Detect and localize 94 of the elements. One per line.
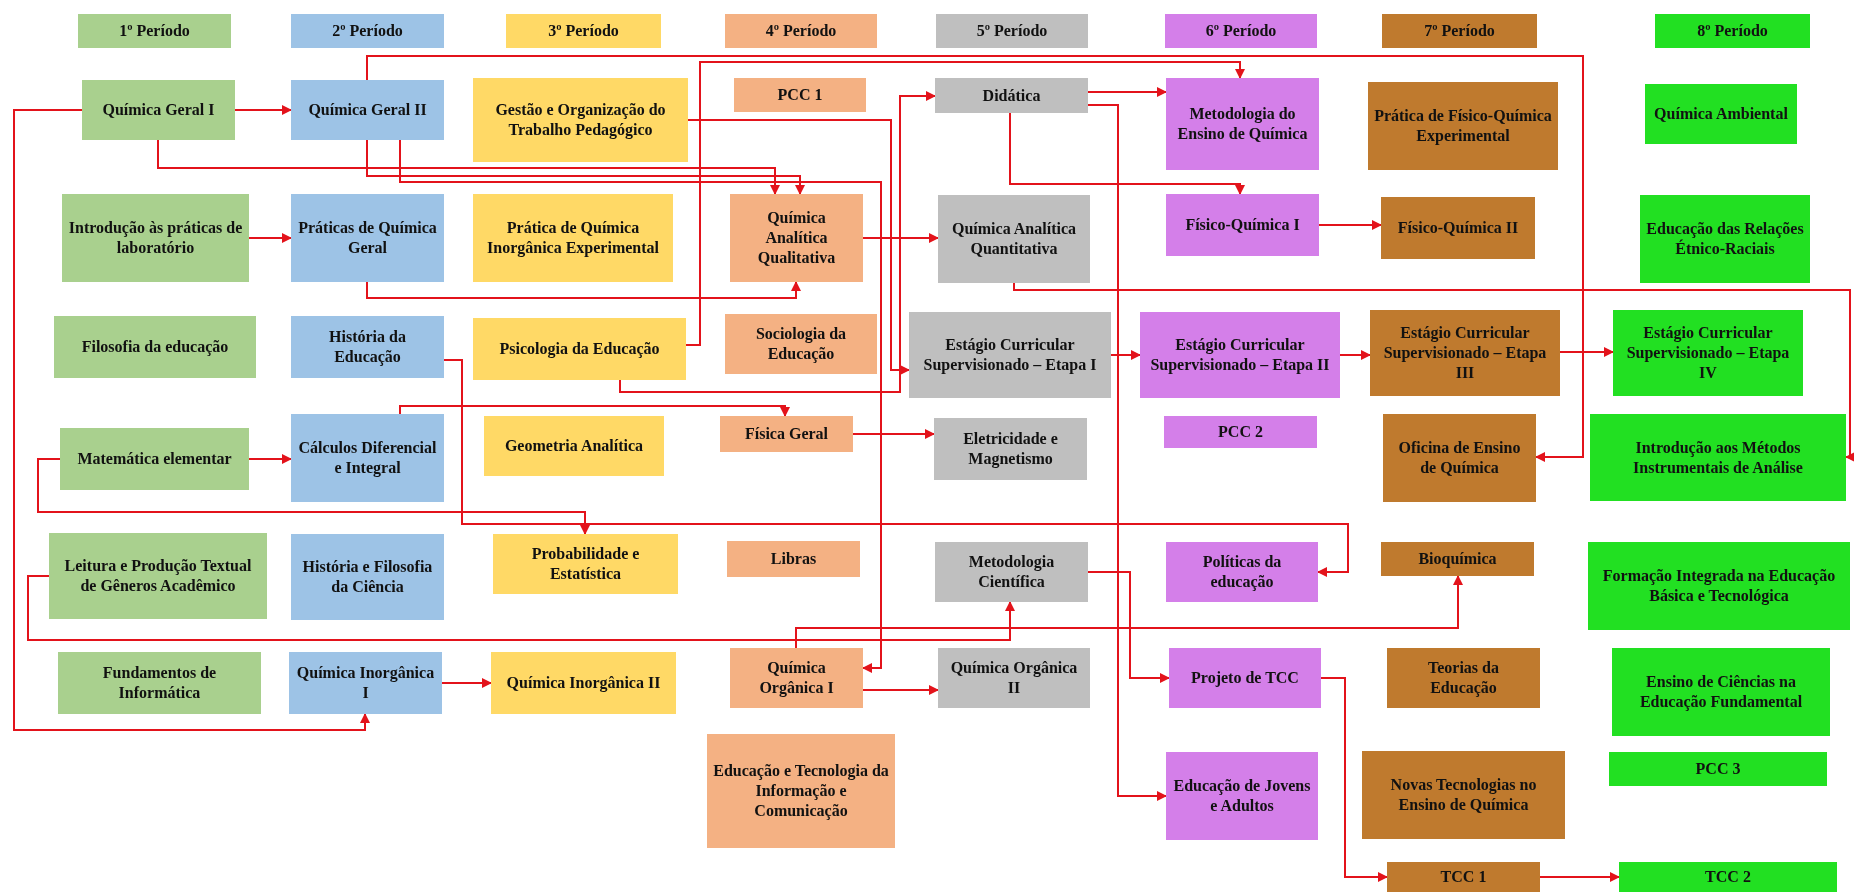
course-box: Novas Tecnologias no Ensino de Química <box>1362 751 1565 839</box>
arrow <box>852 429 935 439</box>
arrow <box>234 105 292 115</box>
course-box: PCC 3 <box>1609 752 1827 786</box>
arrow <box>399 405 790 417</box>
arrow <box>862 685 939 695</box>
course-box: Introdução às práticas de laboratório <box>62 194 249 282</box>
course-box: Metodologia Científica <box>935 542 1088 602</box>
course-box: Fundamentos de Informática <box>58 652 261 714</box>
course-box: Química Analítica Qualitativa <box>730 194 863 282</box>
period-header: 8º Período <box>1655 14 1810 48</box>
arrow <box>1087 571 1170 683</box>
period-header: 6º Período <box>1165 14 1317 48</box>
course-box: Ensino de Ciências na Educação Fundamental <box>1612 648 1830 736</box>
course-box: Física Geral <box>720 416 853 452</box>
course-box: Bioquímica <box>1381 542 1534 576</box>
course-box: Química Inorgânica I <box>289 652 442 714</box>
arrow <box>27 575 1015 641</box>
arrow <box>1110 350 1141 360</box>
arrow <box>441 678 492 688</box>
course-box: Introdução aos Métodos Instrumentais de Análise <box>1590 414 1846 501</box>
arrow <box>399 139 882 673</box>
arrow <box>1559 347 1614 357</box>
arrow <box>157 139 780 195</box>
arrow <box>862 233 939 243</box>
course-box: Química Geral II <box>291 80 444 140</box>
period-header: 3º Período <box>506 14 661 48</box>
arrow <box>685 61 1245 346</box>
course-box: Educação das Relações Étnico-Raciais <box>1640 195 1810 283</box>
course-box: Eletricidade e Magnetismo <box>934 418 1087 480</box>
arrow <box>366 55 1584 462</box>
course-box: Políticas da educação <box>1166 542 1318 602</box>
period-header: 5º Período <box>936 14 1088 48</box>
arrow <box>1339 350 1371 360</box>
course-box: Prática de Físico-Química Experimental <box>1368 82 1558 170</box>
arrow <box>366 139 805 195</box>
course-box: Prática de Química Inorgânica Experimental <box>473 194 673 282</box>
course-box: Teorias da Educação <box>1387 648 1540 708</box>
course-box: Educação de Jovens e Adultos <box>1166 752 1318 840</box>
course-box: Filosofia da educação <box>54 316 256 378</box>
course-box: Geometria Analítica <box>484 416 664 476</box>
course-box: Estágio Curricular Supervisionado – Etapa II <box>1140 312 1340 398</box>
arrow <box>619 91 936 393</box>
course-box: História da Educação <box>291 316 444 378</box>
period-header: 7º Período <box>1382 14 1537 48</box>
course-box: Psicologia da Educação <box>473 318 686 380</box>
course-box: Cálculos Diferencial e Integral <box>291 414 444 502</box>
arrow <box>366 281 801 299</box>
course-box: História e Filosofia da Ciência <box>291 534 444 620</box>
course-box: Estágio Curricular Supervisionado – Etapa III <box>1370 310 1560 396</box>
course-box: Práticas de Química Geral <box>291 194 444 282</box>
arrow <box>37 458 590 535</box>
arrow <box>795 575 1463 649</box>
arrow <box>443 359 1349 577</box>
course-box: Metodologia do Ensino de Química <box>1166 78 1319 170</box>
course-box: TCC 1 <box>1387 862 1540 892</box>
arrow <box>1087 87 1167 97</box>
course-box: Oficina de Ensino de Química <box>1383 414 1536 502</box>
period-header: 1º Período <box>78 14 231 48</box>
arrow <box>687 119 910 375</box>
course-box: Química Orgânica I <box>730 648 863 708</box>
course-box: Sociologia da Educação <box>725 314 877 374</box>
arrow <box>248 233 292 243</box>
course-box: Libras <box>727 541 860 577</box>
course-box: Formação Integrada na Educação Básica e Tecnológica <box>1588 542 1850 630</box>
course-box: Projeto de TCC <box>1169 648 1321 708</box>
arrow <box>1013 282 1854 462</box>
course-box: Estágio Curricular Supervisionado – Etapa IV <box>1613 310 1803 396</box>
course-box: TCC 2 <box>1619 862 1837 892</box>
course-box: Química Analítica Quantitativa <box>938 195 1090 283</box>
arrow <box>1009 112 1245 195</box>
course-box: Matemática elementar <box>60 428 249 490</box>
course-box: Química Ambiental <box>1645 84 1797 144</box>
course-box: Química Geral I <box>82 80 235 140</box>
course-box: Probabilidade e Estatística <box>493 534 678 594</box>
course-box: Química Inorgânica II <box>491 652 676 714</box>
arrow <box>1539 872 1620 882</box>
course-box: Educação e Tecnologia da Informação e Comunicação <box>707 734 895 848</box>
course-box: Físico-Química II <box>1381 197 1535 259</box>
arrow <box>1087 104 1167 801</box>
course-box: Leitura e Produção Textual de Gêneros Acadêmico <box>49 533 267 619</box>
course-box: Gestão e Organização do Trabalho Pedagógico <box>473 78 688 162</box>
course-box: PCC 2 <box>1164 416 1317 448</box>
course-box: Estágio Curricular Supervisionado – Etapa I <box>909 312 1111 398</box>
arrow <box>248 454 292 464</box>
period-header: 2º Período <box>291 14 444 48</box>
period-header: 4º Período <box>725 14 877 48</box>
arrow <box>1320 677 1388 882</box>
course-box: Química Orgânica II <box>938 648 1090 708</box>
course-box: Físico-Química I <box>1166 194 1319 256</box>
course-box: PCC 1 <box>734 78 866 112</box>
arrow <box>1318 220 1382 230</box>
course-box: Didática <box>935 78 1088 113</box>
arrow <box>13 109 370 731</box>
